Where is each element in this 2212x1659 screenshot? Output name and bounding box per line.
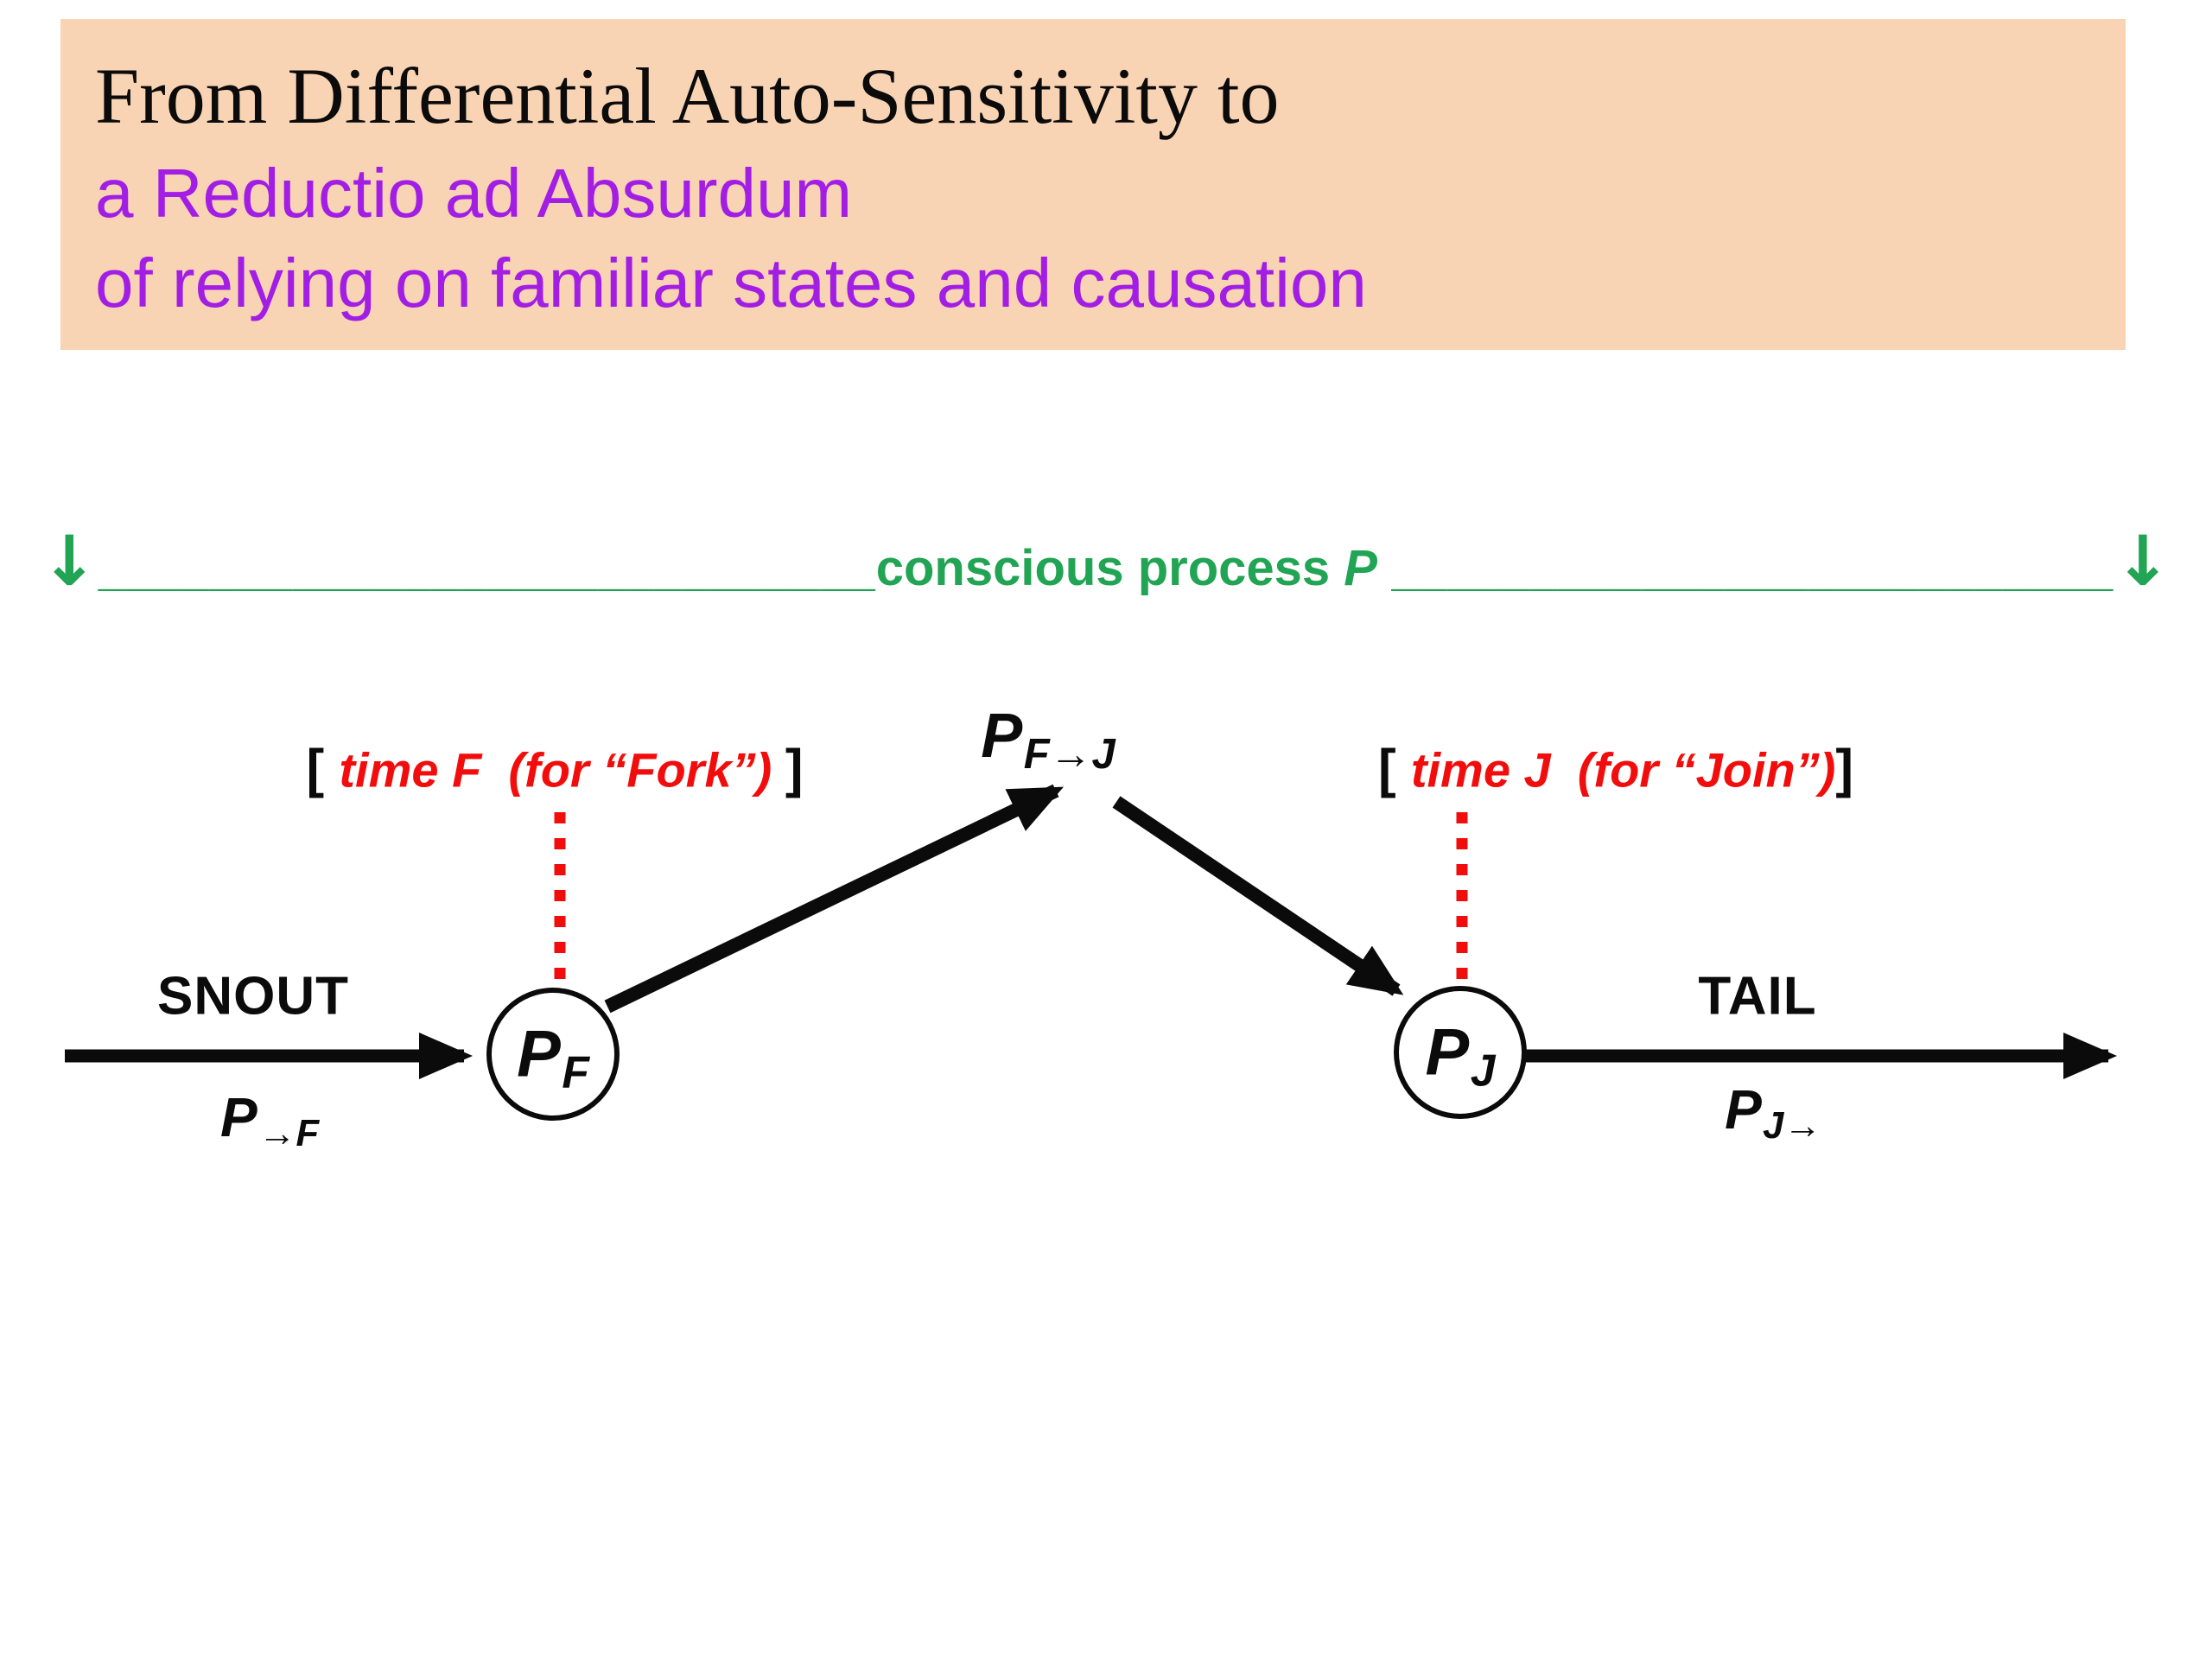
time-f-label: [ time F (for “Fork”) ] — [307, 739, 804, 800]
fork-node-label: PF — [517, 1017, 589, 1097]
join-node-subscript: J — [1470, 1045, 1496, 1096]
fork-node-subscript: F — [562, 1046, 589, 1097]
underscore-run-right: __________________________ — [1376, 541, 2114, 595]
join-arrow — [1112, 796, 1404, 996]
title-line-2: a Reductio ad Absurdum — [95, 155, 853, 232]
p-to-f-subscript: →F — [257, 1113, 320, 1155]
time-j-text: time J (for “Join”) — [1410, 742, 1836, 798]
down-arrow-right-icon: ↓ — [2113, 521, 2172, 601]
time-j-open-bracket: [ — [1377, 739, 1411, 799]
time-j-close-bracket: ] — [1835, 739, 1854, 799]
time-j-label: [ time J (for “Join”)] — [1378, 739, 1853, 800]
fork-arrow — [604, 784, 1065, 1014]
p-j-to-label: PJ→ — [1725, 1077, 1821, 1147]
p-f-to-j-label: PF→J — [981, 701, 1116, 778]
join-node-circle — [1394, 986, 1527, 1119]
down-arrow-left-icon: ↓ — [40, 521, 99, 601]
join-node-label: PJ — [1425, 1015, 1496, 1096]
join-node-base: P — [1425, 1015, 1470, 1090]
p-j-to-base: P — [1725, 1078, 1762, 1141]
tail-label: TAIL — [1698, 966, 1817, 1027]
snout-label: SNOUT — [157, 966, 349, 1027]
conscious-process-text: conscious process — [875, 540, 1344, 596]
process-variable-p: P — [1344, 540, 1377, 596]
conscious-process-span: ↓ ____________________________ conscious… — [0, 518, 2212, 612]
p-to-f-label: P→F — [219, 1085, 319, 1154]
title-line-1: From Differential Auto-Sensitivity to — [95, 52, 1280, 140]
p-to-f-base: P — [219, 1086, 257, 1148]
p-j-to-subscript: J→ — [1763, 1105, 1821, 1147]
p-f-to-j-subscript: F→J — [1023, 730, 1116, 778]
time-f-close-bracket: ] — [785, 739, 804, 799]
fork-node-circle — [486, 988, 620, 1121]
time-f-open-bracket: [ — [306, 739, 340, 799]
conscious-process-label: conscious process P — [876, 525, 1377, 612]
title-box: From Differential Auto-Sensitivity to a … — [60, 19, 2126, 350]
p-f-to-j-base: P — [981, 702, 1023, 771]
fork-node-base: P — [517, 1017, 561, 1091]
time-f-text: time F (for “Fork”) — [339, 742, 785, 798]
underscore-run-left: ____________________________ — [98, 541, 876, 595]
title-line-3: of relying on familiar states and causat… — [95, 245, 1367, 321]
